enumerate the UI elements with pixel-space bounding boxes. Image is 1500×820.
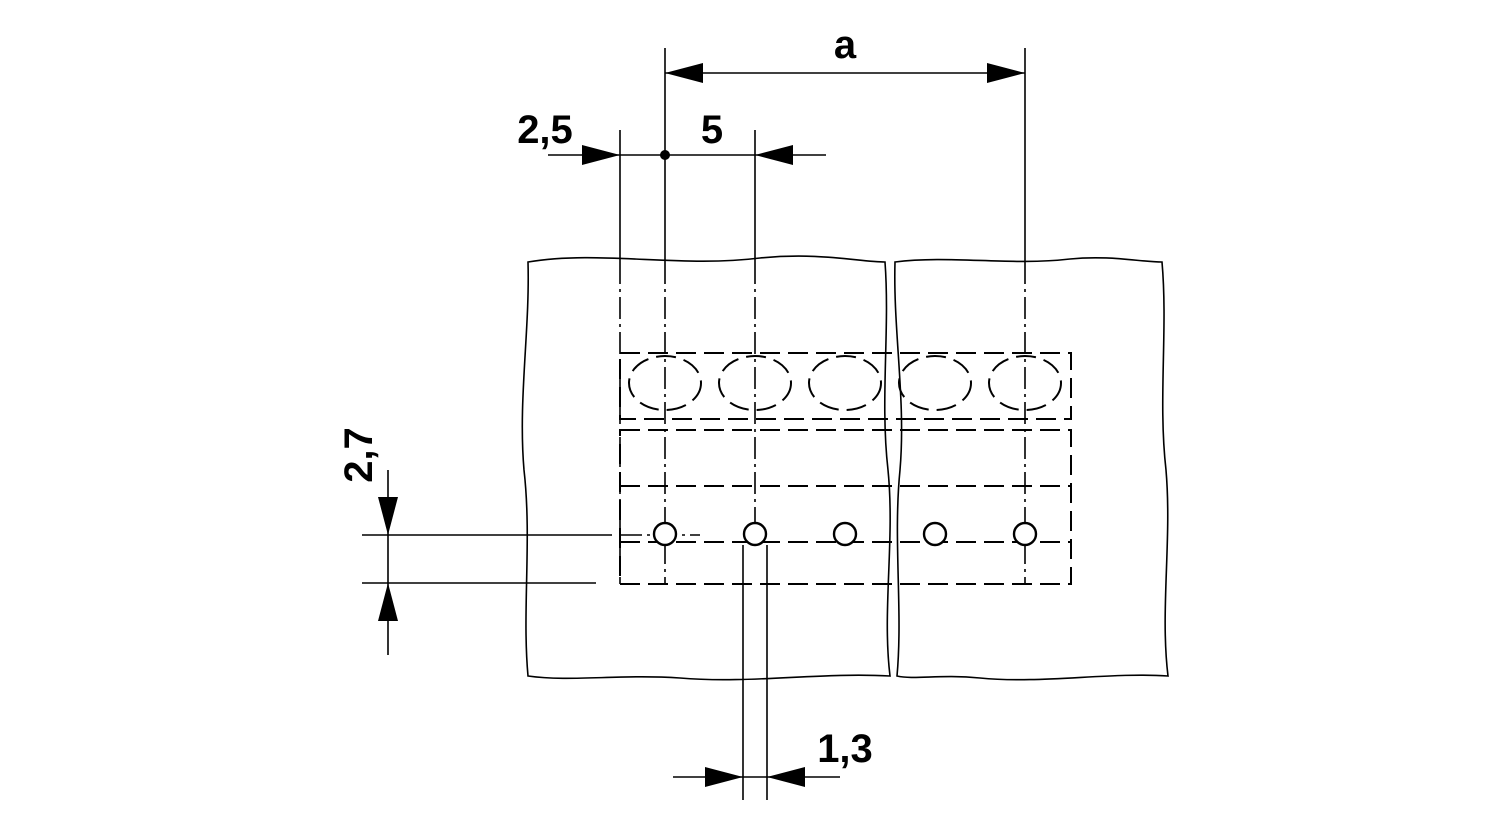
arrowhead-row-top <box>378 497 398 535</box>
dimension-label-pitch: 5 <box>701 108 723 152</box>
dimension-row-offset: 2,7 <box>337 427 612 655</box>
dimension-label-hole-diameter: 1,3 <box>817 727 873 771</box>
arrowhead-pitch <box>755 145 793 165</box>
screw-head-4 <box>898 355 972 411</box>
dimension-origin-dot <box>660 150 670 160</box>
screw-head-2 <box>718 355 792 411</box>
dimension-label-a: a <box>834 23 857 67</box>
pcb-module-left-outline <box>521 255 891 681</box>
dimension-hole-diameter: 1,3 <box>673 545 873 800</box>
arrowhead-row-bottom <box>378 583 398 621</box>
drill-hole-1 <box>652 521 678 547</box>
drill-hole-4 <box>922 521 948 547</box>
dimension-label-row-offset: 2,7 <box>337 427 381 483</box>
arrowhead-hole-right <box>767 767 805 787</box>
dimension-a: a <box>664 23 1026 262</box>
connector-footprint <box>619 352 1072 585</box>
drill-hole-5 <box>1012 521 1038 547</box>
dimension-offset-pitch: 2,5 5 <box>517 108 826 262</box>
screw-head-3 <box>808 355 882 411</box>
screw-head-5 <box>988 355 1062 411</box>
arrowhead-offset <box>582 145 620 165</box>
pcb-module-right-outline <box>893 256 1169 681</box>
drill-hole-2 <box>742 521 768 547</box>
dimension-label-offset: 2,5 <box>517 108 573 152</box>
screw-heads <box>628 355 1062 411</box>
screw-head-1 <box>628 355 702 411</box>
connector-bottom-body <box>619 429 1072 585</box>
drill-hole-3 <box>832 521 858 547</box>
arrowhead-a-right <box>987 63 1025 83</box>
connector-top-body <box>619 352 1072 420</box>
arrowhead-a-left <box>665 63 703 83</box>
center-lines <box>619 262 1026 584</box>
drill-holes <box>652 521 1038 547</box>
arrowhead-hole-left <box>705 767 743 787</box>
